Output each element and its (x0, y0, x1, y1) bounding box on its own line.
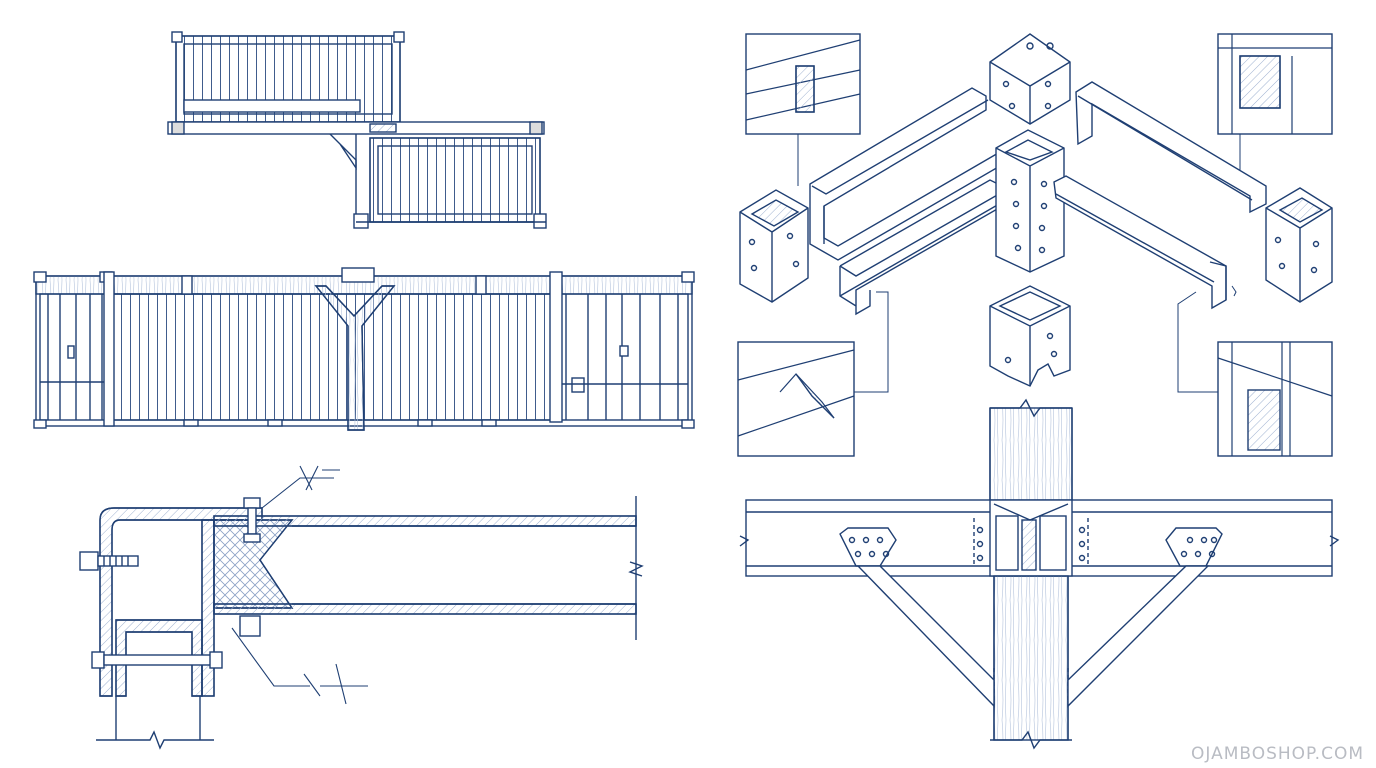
corner-post-beam-section-detail (79, 465, 644, 750)
container-elevation-with-y-column (33, 267, 695, 431)
exploded-steel-corner-assembly (737, 33, 1333, 457)
watermark-text: OJAMBOSHOP.COM (1190, 744, 1364, 764)
timber-post-beam-bracing-elevation (739, 398, 1340, 750)
container-deck-top-view (167, 31, 547, 229)
